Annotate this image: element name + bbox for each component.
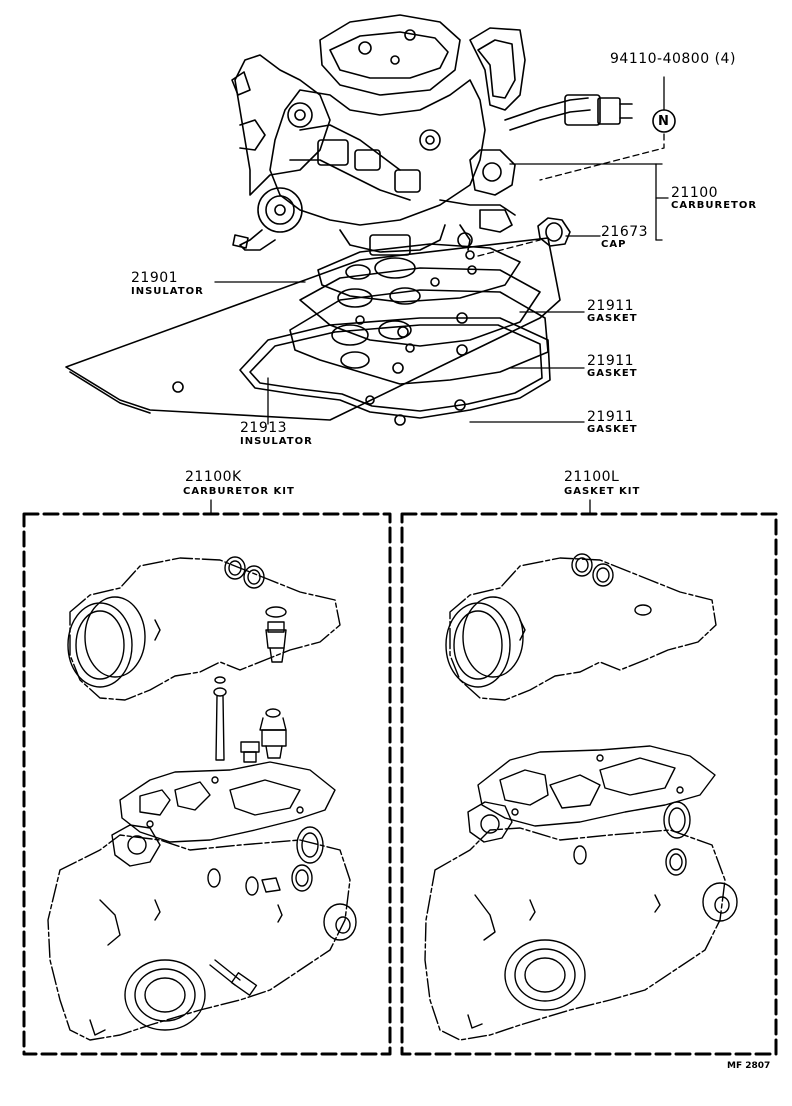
- gasket-stack: [240, 244, 550, 425]
- carburetor-part-name: CARBURETOR: [671, 200, 758, 211]
- gasket-2-part-number: 21911: [587, 353, 635, 369]
- gasket-1-part-number: 21911: [587, 298, 635, 314]
- gasket-3-part-name: GASKET: [587, 424, 638, 435]
- lower-insulator-plate: [66, 238, 560, 420]
- gasket-kit-number: 21100L: [564, 469, 620, 485]
- bolt-part-number: 94110-40800 (4): [610, 51, 736, 67]
- carburetor-part-number: 21100: [671, 185, 719, 201]
- insulator-lower-part-name: INSULATOR: [240, 436, 313, 447]
- carburetor-assembly: [232, 15, 632, 255]
- leader-lines-top: [215, 77, 668, 424]
- gasket-3-part-number: 21911: [587, 409, 635, 425]
- cap-part: [538, 218, 570, 246]
- carburetor-kit-box: [24, 514, 390, 1054]
- insulator-lower-part-number: 21913: [240, 420, 288, 436]
- insulator-upper-part-name: INSULATOR: [131, 286, 204, 297]
- gasket-kit-name: GASKET KIT: [564, 486, 641, 497]
- carburetor-kit-parts: [48, 557, 356, 1040]
- gasket-1-part-name: GASKET: [587, 313, 638, 324]
- carburetor-kit-number: 21100K: [185, 469, 242, 485]
- cap-part-number: 21673: [601, 224, 649, 240]
- figure-code: MF 2807: [727, 1061, 771, 1071]
- gasket-kit-parts: [425, 554, 737, 1040]
- insulator-upper-part-number: 21901: [131, 270, 179, 286]
- gasket-kit-box: [402, 514, 776, 1054]
- cap-part-name: CAP: [601, 239, 627, 250]
- gasket-2-part-name: GASKET: [587, 368, 638, 379]
- carburetor-kit-name: CARBURETOR KIT: [183, 486, 295, 497]
- n-marker-text: N: [658, 114, 669, 129]
